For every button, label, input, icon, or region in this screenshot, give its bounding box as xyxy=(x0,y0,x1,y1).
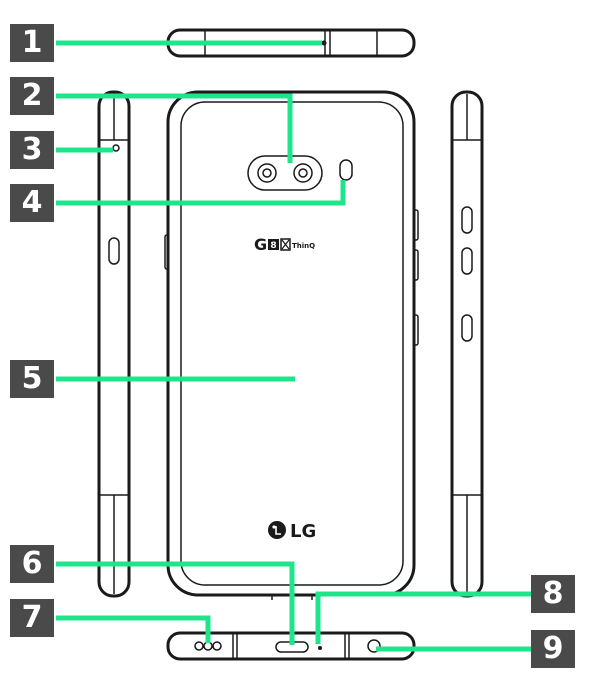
callout-9: 9 xyxy=(531,630,575,668)
phone-back: G 8 ThinQ LG xyxy=(164,90,419,600)
callout-1: 1 xyxy=(10,24,54,62)
callout-5: 5 xyxy=(10,360,54,398)
phone-left-side xyxy=(97,90,131,598)
model-mark-x-icon xyxy=(280,238,291,251)
callout-7: 7 xyxy=(10,599,54,637)
model-mark-badge xyxy=(268,239,279,250)
model-mark-badge-text: 8 xyxy=(270,241,276,251)
speaker-hole-icon xyxy=(194,641,204,651)
flash-icon xyxy=(339,159,353,181)
leader-lines xyxy=(56,40,531,652)
leader-line-8 xyxy=(315,591,531,644)
camera-lens-1-icon xyxy=(257,163,277,183)
lg-logo-icon xyxy=(268,521,286,539)
callout-8: 8 xyxy=(531,575,575,613)
leader-line-6 xyxy=(56,561,295,645)
side-key-icon xyxy=(108,237,120,265)
camera-lens-2-icon xyxy=(293,163,313,183)
dual-camera-housing xyxy=(247,155,323,191)
bottom-microphone-icon xyxy=(318,646,322,650)
speaker-hole-icon xyxy=(212,641,222,651)
top-microphone-icon xyxy=(321,40,327,46)
leader-line-2 xyxy=(56,93,293,163)
callout-6: 6 xyxy=(10,545,54,583)
phone-right-side xyxy=(450,90,484,598)
volume-down-key-icon xyxy=(461,247,473,275)
leader-line-4 xyxy=(56,180,346,206)
model-mark: G xyxy=(254,235,267,254)
model-suffix: ThinQ xyxy=(292,242,315,250)
callout-2: 2 xyxy=(10,77,54,115)
assistant-key-icon xyxy=(461,314,473,342)
volume-up-key-icon xyxy=(461,206,473,234)
callout-4: 4 xyxy=(10,184,54,222)
earphone-jack-icon xyxy=(367,639,381,653)
leader-line-7 xyxy=(56,615,211,643)
callout-3: 3 xyxy=(10,131,54,169)
brand-name: LG xyxy=(290,521,316,542)
